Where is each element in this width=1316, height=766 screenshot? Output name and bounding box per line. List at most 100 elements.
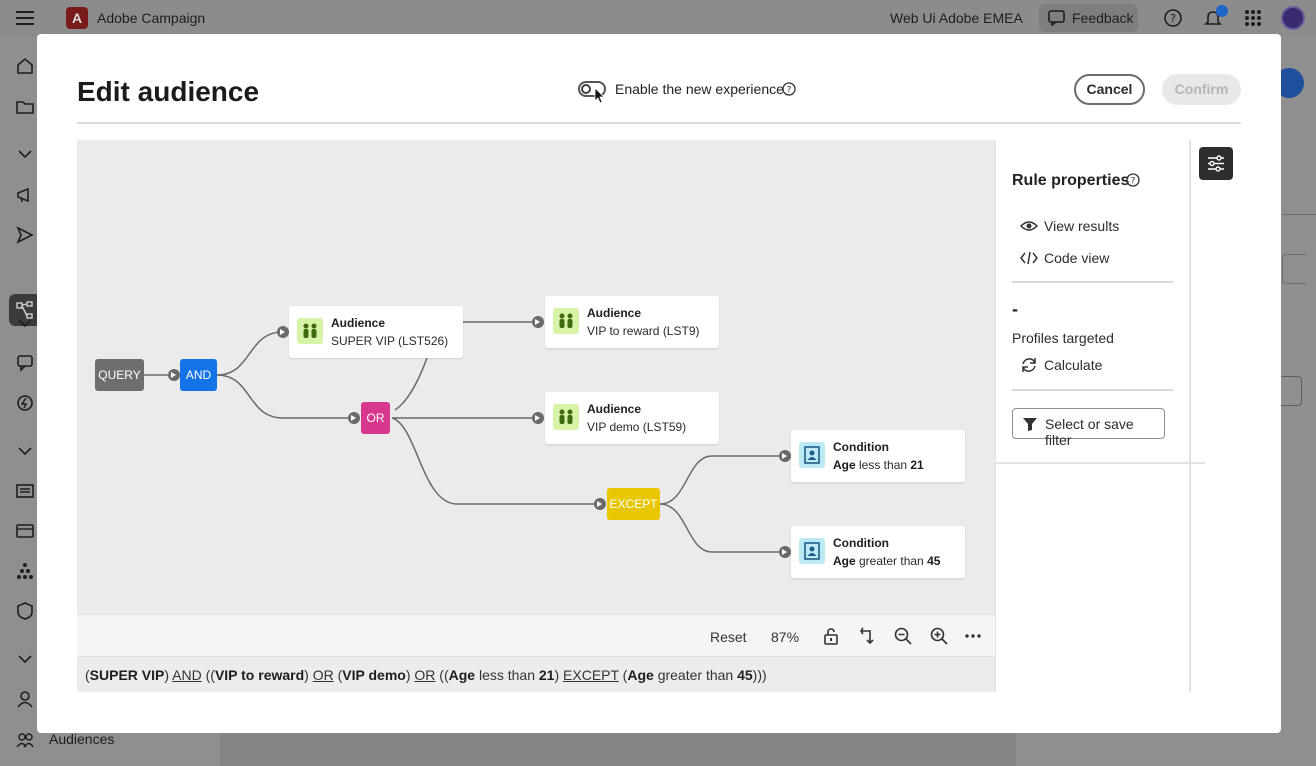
folders-icon[interactable] [15,521,35,541]
explorer-icon[interactable] [15,97,35,117]
except-operator-node[interactable]: EXCEPT [607,488,660,520]
filter-button-label: Select or save filter [1045,416,1134,448]
campaigns-icon[interactable] [15,185,35,205]
events-icon[interactable] [15,393,35,413]
background-panel [220,732,1016,766]
node-title: Condition [833,440,889,454]
rotate-icon[interactable] [858,627,876,645]
chevron-down-icon[interactable] [15,649,35,669]
content-icon[interactable] [15,481,35,501]
cancel-button[interactable]: Cancel [1074,74,1145,105]
condition-node-age-greater[interactable]: Condition Age greater than 45 [791,526,965,578]
apps-grid-icon[interactable] [1244,9,1262,27]
node-subtitle: Age less than 21 [833,458,924,472]
panel-divider [995,462,1205,464]
svg-text:?: ? [1131,177,1136,187]
node-title: Audience [587,402,642,416]
query-canvas[interactable]: QUERY AND Audience SUPER VIP (LST526) OR… [77,140,995,614]
workflows-nav-active[interactable] [9,294,41,326]
profiles-icon[interactable] [15,689,35,709]
background-search-button [1278,376,1302,406]
audiences-icon[interactable] [15,730,35,750]
port-icon[interactable] [532,412,544,424]
toggle-label: Enable the new experience [615,81,784,97]
background-field [1282,254,1306,284]
port-icon[interactable] [277,326,289,338]
svg-text:?: ? [1170,12,1176,25]
svg-text:?: ? [787,86,792,96]
section-divider [1012,281,1173,283]
node-subtitle: SUPER VIP (LST526) [331,334,449,348]
audience-node-super-vip[interactable]: Audience SUPER VIP (LST526) [289,306,463,358]
code-icon [1020,251,1038,265]
port-icon[interactable] [348,412,360,424]
port-icon[interactable] [532,316,544,328]
and-operator-node[interactable]: AND [180,359,217,391]
chevron-down-icon[interactable] [15,144,35,164]
properties-settings-button[interactable] [1199,147,1233,180]
eye-icon [1020,221,1038,231]
sidebar-item-audiences[interactable]: Audiences [49,731,115,747]
deliveries-icon[interactable] [15,225,35,245]
home-icon[interactable] [15,56,35,76]
audience-node-vip-demo[interactable]: Audience VIP demo (LST59) [545,392,719,444]
bell-icon[interactable] [1204,9,1222,27]
connection-lines [144,321,779,553]
org-switcher[interactable]: Web Ui Adobe EMEA [890,10,1023,26]
zoom-out-icon[interactable] [894,627,912,645]
more-icon[interactable] [964,627,982,645]
help-icon[interactable]: ? [782,82,796,96]
chevron-down-icon[interactable] [15,313,35,333]
background-divider [1282,214,1316,215]
view-results-link[interactable]: View results [1044,218,1120,234]
zoom-in-icon[interactable] [930,627,948,645]
modal-title: Edit audience [77,76,260,107]
panel-divider [1189,140,1191,692]
help-icon[interactable]: ? [1164,9,1182,27]
sliders-icon [1208,155,1224,172]
condition-icon [799,442,825,468]
node-subtitle: Age greater than 45 [833,554,941,568]
port-icon[interactable] [779,546,791,558]
help-icon[interactable]: ? [1126,173,1140,187]
app-title[interactable]: Adobe Campaign [97,10,206,26]
condition-icon [799,538,825,564]
refresh-icon [1022,358,1036,372]
port-icon[interactable] [168,369,180,381]
audience-icon [553,404,579,430]
query-expression: (SUPER VIP) AND ((VIP to reward) OR (VIP… [77,656,995,692]
code-view-link[interactable]: Code view [1044,250,1110,266]
port-icon[interactable] [779,450,791,462]
segments-icon[interactable] [15,561,35,581]
or-operator-node[interactable]: OR [361,402,390,434]
new-experience-toggle[interactable] [578,81,606,97]
feedback-label: Feedback [1072,10,1134,26]
unlock-icon[interactable] [822,627,840,645]
condition-node-age-less[interactable]: Condition Age less than 21 [791,430,965,482]
select-or-save-filter-button[interactable]: Select or save filter [1012,408,1165,448]
reset-button[interactable]: Reset [710,629,747,645]
confirm-button[interactable]: Confirm [1162,74,1241,105]
audience-node-vip-reward[interactable]: Audience VIP to reward (LST9) [545,296,719,348]
audience-icon [297,318,323,344]
adobe-logo: A [66,7,88,29]
rule-properties-title: Rule properties [1012,172,1130,189]
chevron-down-icon[interactable] [15,441,35,461]
section-divider [1012,389,1173,391]
mouse-cursor-icon [594,87,605,104]
shield-icon[interactable] [15,601,35,621]
node-subtitle: VIP to reward (LST9) [587,324,700,338]
calculate-link[interactable]: Calculate [1044,357,1103,373]
node-title: Audience [331,316,386,330]
notification-dot [1216,5,1228,17]
query-node[interactable]: QUERY [95,359,144,391]
port-icon[interactable] [594,498,606,510]
workflows-icon[interactable] [15,300,35,320]
feedback-button[interactable]: Feedback [1039,4,1138,32]
edit-audience-modal: Edit audience Enable the new experience … [37,34,1281,733]
hamburger-menu-icon[interactable] [16,10,34,26]
node-title: Condition [833,536,889,550]
journeys-icon[interactable] [15,353,35,373]
zoom-level: 87% [771,629,800,645]
user-avatar[interactable] [1281,6,1305,30]
